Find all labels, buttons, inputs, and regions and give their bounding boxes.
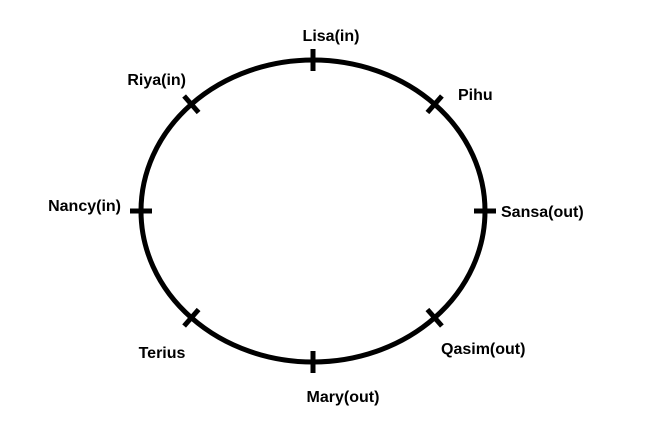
- seat-label-pihu: Pihu: [458, 87, 493, 104]
- seat-tick-2: [425, 94, 444, 115]
- seat-label-terius: Terius: [139, 345, 186, 362]
- seat-label-riya: Riya(in): [127, 72, 186, 89]
- seat-label-sansa: Sansa(out): [501, 204, 584, 221]
- seat-label-mary: Mary(out): [307, 389, 380, 406]
- seat-markers: [130, 49, 496, 373]
- seat-tick-4: [425, 307, 444, 328]
- seat-tick-8: [182, 94, 201, 115]
- seat-label-nancy: Nancy(in): [48, 198, 121, 215]
- seat-tick-6: [182, 307, 201, 328]
- seat-label-qasim: Qasim(out): [441, 341, 525, 358]
- seat-label-lisa: Lisa(in): [303, 28, 360, 45]
